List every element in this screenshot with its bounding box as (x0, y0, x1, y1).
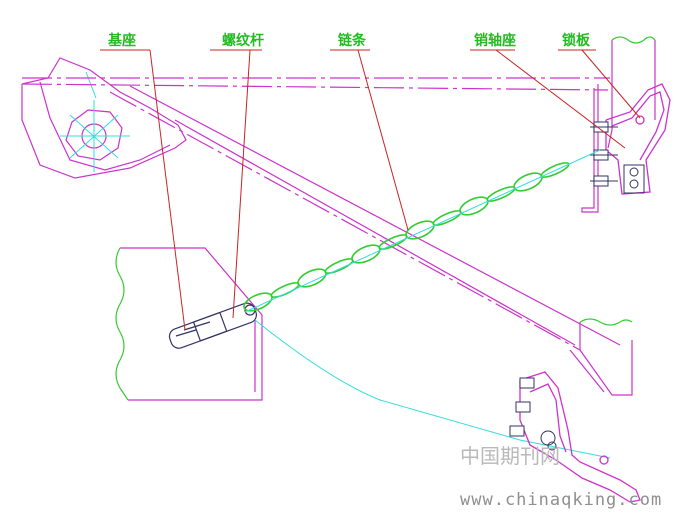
chain-link (459, 196, 489, 216)
chain-link (486, 186, 516, 202)
pulley-housing (21, 57, 187, 179)
pin-seat-bolts (590, 121, 645, 194)
lock-plate (605, 83, 671, 195)
label-lock-plate: 锁板 (562, 32, 591, 49)
chain-link (270, 282, 300, 298)
label-pin-seat: 销轴座 (474, 32, 516, 49)
label-base: 基座 (108, 32, 136, 49)
watermark-cn: 中国期刊网 (460, 444, 560, 468)
label-chain: 链条 (338, 32, 367, 49)
lower-lock-plate (519, 371, 641, 503)
chain-axis (244, 149, 601, 313)
chain-link (324, 258, 354, 274)
watermark-url: www.chinaqking.com (460, 490, 662, 510)
leader-lines (100, 49, 641, 331)
base-block (115, 247, 263, 401)
swing-trajectory (254, 319, 521, 441)
upper-right-column (581, 36, 656, 213)
guide-rails (21, 77, 621, 351)
lower-right-column (569, 318, 633, 396)
chain-link (351, 244, 381, 264)
label-screw-rod: 螺纹杆 (222, 32, 264, 49)
lower-bolts (509, 377, 557, 451)
pulley-centerlines (60, 71, 130, 172)
chain-link (513, 172, 543, 192)
